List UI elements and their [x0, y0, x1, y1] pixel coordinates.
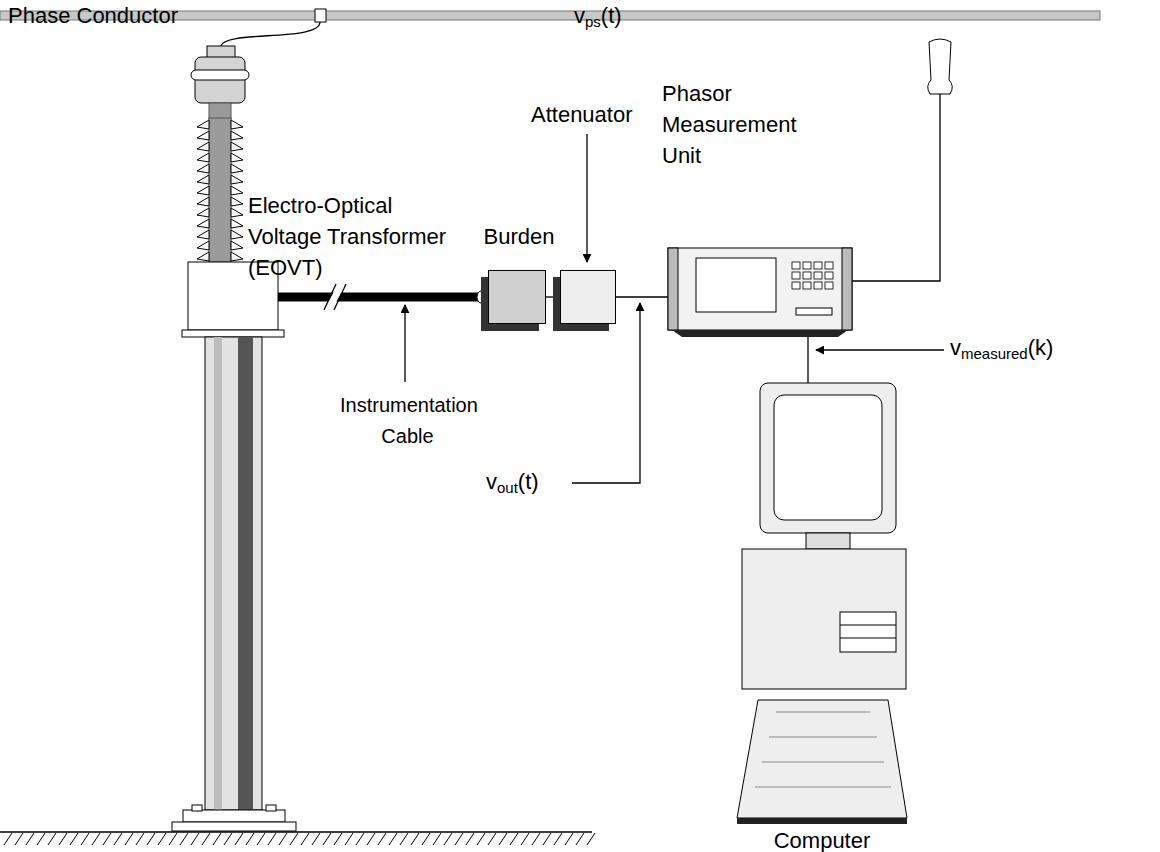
keyboard [737, 700, 907, 818]
node-label: Phasor Measurement Unit [662, 78, 812, 171]
signal-name: vps(t) [574, 0, 694, 31]
eovt-band [191, 70, 249, 80]
drive-bay [840, 612, 896, 652]
keyboard-keys [755, 712, 891, 787]
pmu-slot [796, 308, 832, 315]
eovt: Electro-Optical Voltage Transformer (EOV… [188, 40, 278, 330]
node-label: Computer [737, 825, 907, 852]
pole-stripe [214, 337, 222, 810]
leader-arrow [586, 134, 587, 262]
cable-break-mark [324, 284, 336, 310]
foot-bolt [192, 805, 202, 811]
signal-name: vmeasured(k) [950, 332, 1130, 363]
pmu: Phasor Measurement Unit [668, 248, 852, 337]
instrumentation-cable [278, 293, 488, 302]
keyboard-front [737, 818, 907, 824]
eovt-stem [209, 103, 231, 119]
signal-name: vout(t) [486, 466, 572, 497]
leader-arrow [816, 349, 944, 350]
cable-break-gap [326, 288, 344, 306]
foot-bolt [266, 805, 276, 811]
leader-arrow [572, 303, 640, 483]
eovt-cap [207, 46, 235, 58]
lead-wire [221, 22, 320, 46]
node-label: Electro-Optical Voltage Transformer (EOV… [248, 190, 463, 283]
computer-base [742, 549, 906, 689]
conductor-label: Phase Conductor [8, 0, 228, 31]
ground-line [0, 831, 592, 833]
leader-arrow [404, 305, 405, 382]
drive-slot [840, 625, 896, 626]
antenna-cable [852, 94, 940, 281]
insulator-core [209, 118, 231, 262]
signal-wire [616, 296, 668, 297]
cable-label: Instrumentation Cable [340, 390, 475, 452]
pole-foot [183, 810, 285, 822]
signal-wire [807, 337, 808, 383]
pmu-handle [668, 248, 678, 330]
burden-box: Burden [488, 270, 546, 324]
signal-wire [546, 296, 560, 297]
monitor-stand [806, 533, 850, 549]
computer: Computer [737, 383, 907, 824]
node-label: Attenuator [531, 99, 651, 130]
support-pole [205, 337, 262, 810]
attenuator-box: Attenuator [560, 270, 616, 324]
base-plate [182, 330, 284, 337]
cable-plug [477, 291, 485, 303]
foot-pad [172, 822, 296, 831]
monitor [760, 383, 896, 533]
ground-hatching [4, 833, 595, 845]
pmu-body [668, 248, 852, 330]
pmu-keypad [792, 262, 833, 289]
conductor-clamp [315, 9, 326, 22]
pmu-screen [696, 258, 776, 312]
cable-break-mark [334, 284, 346, 310]
drive-slot [840, 638, 896, 639]
gps-antenna [928, 39, 953, 94]
pmu-handle [842, 248, 852, 330]
node-label: Burden [449, 221, 589, 252]
pole-stripe [238, 337, 253, 810]
monitor-screen [774, 395, 882, 520]
pmu-foot [672, 330, 848, 337]
insulator-sheds [197, 120, 243, 261]
